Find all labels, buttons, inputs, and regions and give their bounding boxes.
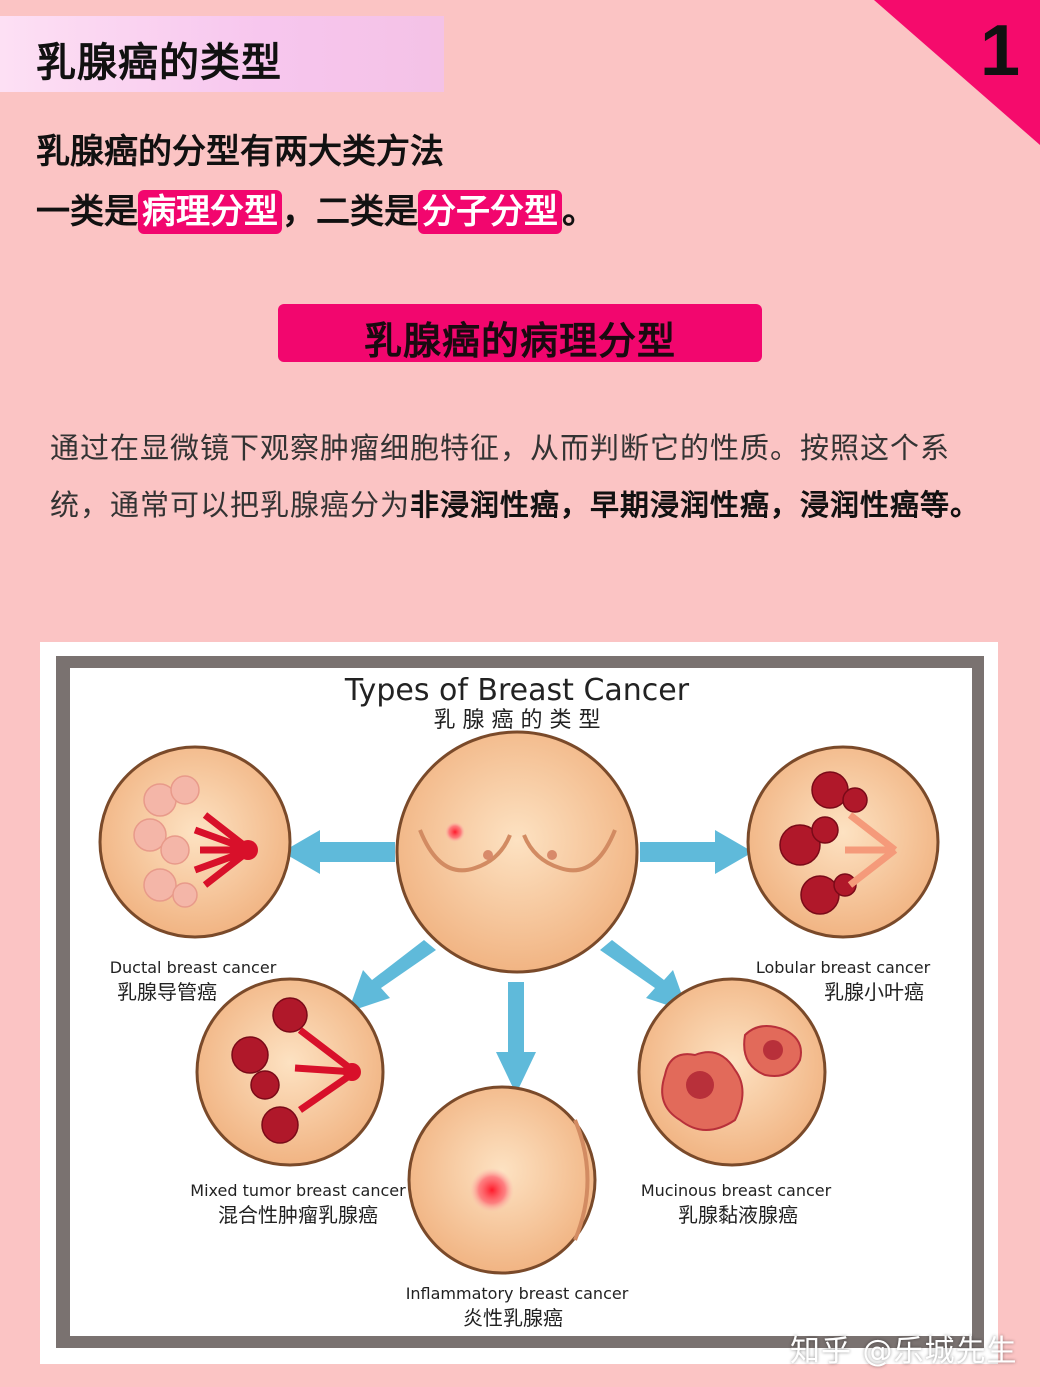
ductal-label-en: Ductal breast cancer [110, 958, 277, 977]
torso-circle [395, 730, 639, 974]
lobular-label-en: Lobular breast cancer [756, 958, 931, 977]
intro-line-2: 一类是病理分型，二类是分子分型。 [36, 182, 596, 242]
arrow-down-icon [496, 982, 536, 1094]
mucinous-label-zh: 乳腺黏液腺癌 [678, 1203, 798, 1227]
lobular-label-zh: 乳腺小叶癌 [824, 980, 924, 1004]
arrow-down-right-icon [600, 940, 688, 1012]
highlight-pathology: 病理分型 [138, 190, 282, 234]
section-title-bar [278, 304, 762, 362]
page-number: 1 [979, 11, 1020, 91]
ductal-cancer-circle [98, 745, 292, 939]
intro-text-a: 一类是 [36, 192, 138, 232]
intro-text-c: 。 [562, 192, 596, 232]
lobular-cancer-circle [746, 745, 940, 939]
mixed-label-zh: 混合性肿瘤乳腺癌 [218, 1203, 378, 1227]
arrow-down-left-icon [348, 940, 436, 1012]
mixed-cancer-circle [195, 977, 385, 1167]
figure-title-en: Types of Breast Cancer [344, 673, 690, 708]
mixed-label-en: Mixed tumor breast cancer [190, 1181, 406, 1200]
inflammatory-label-en: Inflammatory breast cancer [406, 1284, 629, 1303]
mucinous-label-en: Mucinous breast cancer [641, 1181, 832, 1200]
title-band [0, 16, 444, 92]
section-title: 乳腺癌的病理分型 [363, 319, 676, 363]
inflammatory-cancer-circle [407, 1085, 597, 1275]
highlight-molecular: 分子分型 [418, 190, 562, 234]
intro-line-1: 乳腺癌的分型有两大类方法 [36, 132, 444, 172]
watermark: 知乎 @乐城先生 [790, 1334, 1018, 1369]
arrow-right-icon [640, 830, 753, 874]
ductal-label-zh: 乳腺导管癌 [117, 980, 217, 1004]
intro-block: 乳腺癌的分型有两大类方法 一类是病理分型，二类是分子分型。 [36, 122, 596, 242]
mucinous-cancer-circle [637, 977, 827, 1167]
description-paragraph: 通过在显微镜下观察肿瘤细胞特征，从而判断它的性质。按照这个系统，通常可以把乳腺癌… [50, 420, 995, 534]
figure-title-zh: 乳 腺 癌 的 类 型 [434, 708, 601, 733]
paragraph-text: 通过在显微镜下观察肿瘤细胞特征，从而判断它的性质。按照这个系统，通常可以把乳腺癌… [50, 431, 951, 522]
arrow-left-icon [282, 830, 395, 874]
intro-text-b: ，二类是 [282, 192, 418, 232]
arrow-group [282, 830, 753, 1094]
paragraph-bold: 非浸润性癌，早期浸润性癌，浸润性癌等。 [410, 488, 981, 522]
page-title: 乳腺癌的类型 [36, 40, 282, 86]
inflammatory-label-zh: 炎性乳腺癌 [463, 1306, 563, 1330]
